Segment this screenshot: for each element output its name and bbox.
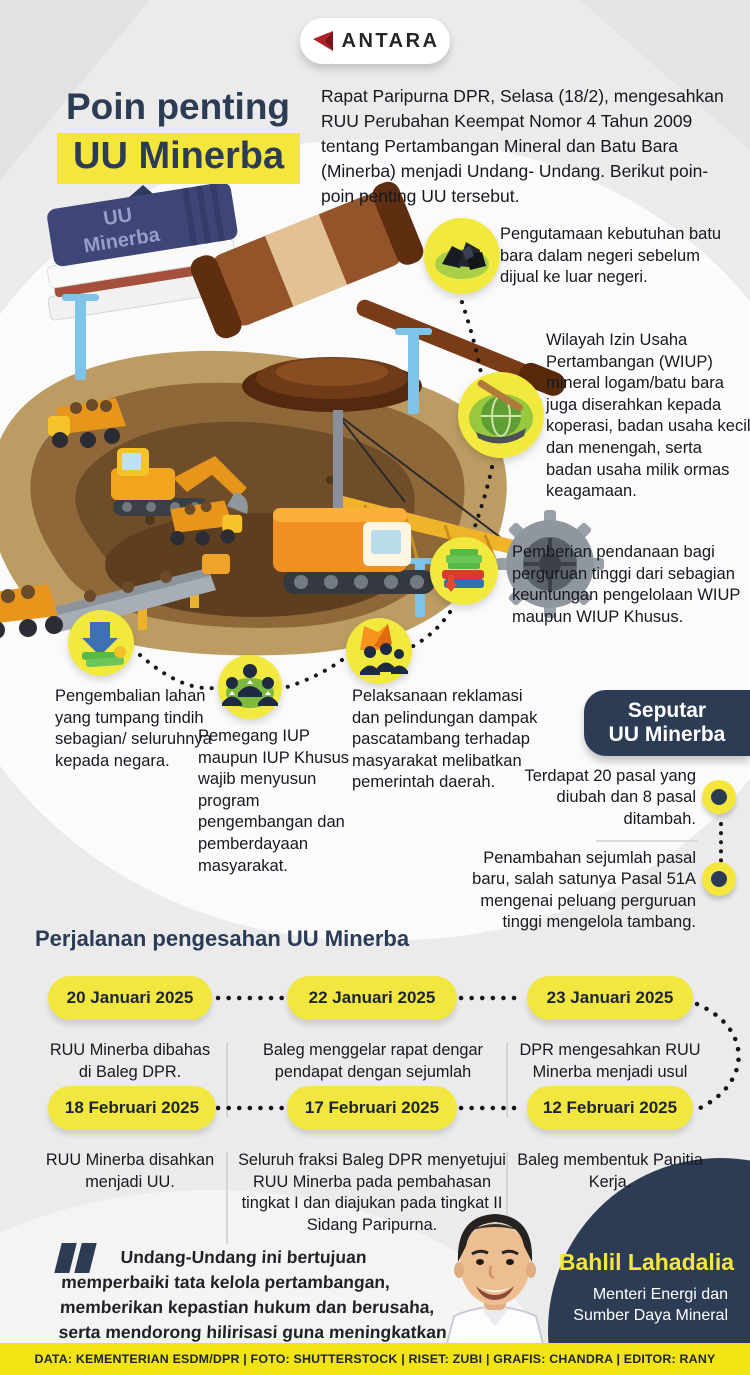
- timeline-desc: RUU Minerba dibahas di Baleg DPR.: [49, 1041, 211, 1081]
- divider: [506, 1042, 508, 1118]
- timeline-date-pill: 17 Februari 2025: [287, 1086, 457, 1130]
- gavel: [190, 181, 566, 412]
- page-title-line2-highlight: UU Minerba: [57, 133, 301, 184]
- antara-logo: ANTARA: [300, 18, 450, 64]
- dump-truck: [48, 398, 126, 448]
- seputar-badge-line1: Seputar: [627, 698, 707, 722]
- seputar-badge: Seputar UU Minerba: [584, 690, 750, 756]
- page-title-line1: Poin penting: [66, 86, 291, 127]
- person-role: Menteri Energi dan Sumber Daya Mineral: [573, 1286, 728, 1324]
- timeline-date-pill: 12 Februari 2025: [527, 1086, 693, 1130]
- person-portrait: [420, 1204, 570, 1353]
- globe-pickaxe-icon: [456, 370, 546, 465]
- people-flag-icon: [344, 616, 414, 691]
- bucket-wheel: [496, 510, 604, 618]
- timeline-title: Perjalanan pengesahan UU Minerba: [35, 926, 410, 951]
- dump-truck: [0, 584, 63, 639]
- timeline-desc: Baleg membentuk Panitia Kerja.: [517, 1151, 703, 1191]
- seputar-item: Terdapat 20 pasal yang diubah dan 8 pasa…: [524, 767, 696, 828]
- timeline-desc: RUU Minerba disahkan menjadi UU.: [45, 1151, 215, 1191]
- seputar-item: Penambahan sejumlah pasal baru, salah sa…: [472, 849, 696, 932]
- timeline-dotted-connectors: [215, 995, 741, 1111]
- timeline-desc: Seluruh fraksi Baleg DPR menyetujui RUU …: [238, 1151, 506, 1235]
- point-text: Pengembalian lahan yang tumpang tindih s…: [55, 687, 212, 770]
- divider: [226, 1042, 228, 1118]
- timeline-date-pill: 23 Januari 2025: [527, 976, 693, 1020]
- law-book: UU Minerba: [46, 182, 244, 321]
- person-name: Bahlil Lahadalia: [558, 1249, 734, 1275]
- antara-logo-text: ANTARA: [341, 29, 440, 52]
- divider: [596, 840, 698, 842]
- intro-paragraph: Rapat Paripurna DPR, Selasa (18/2), meng…: [321, 86, 724, 207]
- point-text: Pemberian pendanaan bagi perguruan tingg…: [512, 543, 741, 626]
- dump-truck: [170, 500, 243, 546]
- people-group-icon: [216, 653, 284, 726]
- hand-money-icon: [66, 608, 136, 683]
- point-text: Pengutamaan kebutuhan batu bara dalam ne…: [500, 225, 722, 287]
- dotted-connector-path: [138, 300, 494, 691]
- bullet-marker-icon: [702, 780, 736, 814]
- point-text: Pelaksanaan reklamasi dan pelindungan da…: [352, 687, 538, 792]
- mining-illustration: UU Minerba: [0, 181, 604, 691]
- point-text: Pemegang IUP maupun IUP Khusus wajib men…: [198, 727, 350, 875]
- coal-icon: [422, 216, 502, 301]
- divider: [226, 1152, 228, 1244]
- money-books-icon: [428, 535, 500, 612]
- antara-arrow-icon: [312, 31, 333, 51]
- point-text: Wilayah Izin Usaha Pertambangan (WIUP) m…: [546, 331, 750, 501]
- book-title-line1: UU: [102, 204, 134, 230]
- footer-credits: DATA: KEMENTERIAN ESDM/DPR | FOTO: SHUTT…: [0, 1343, 750, 1375]
- bucket-wheel-excavator: [273, 410, 604, 618]
- timeline-date-pill: 22 Januari 2025: [287, 976, 457, 1020]
- bullet-marker-icon: [702, 862, 736, 896]
- timeline-date-pill: 20 Januari 2025: [48, 976, 212, 1020]
- dotted-connector-path: [719, 822, 723, 864]
- timeline-date-pill: 18 Februari 2025: [48, 1086, 216, 1130]
- divider: [506, 1152, 508, 1244]
- seputar-badge-line2: UU Minerba: [608, 723, 726, 746]
